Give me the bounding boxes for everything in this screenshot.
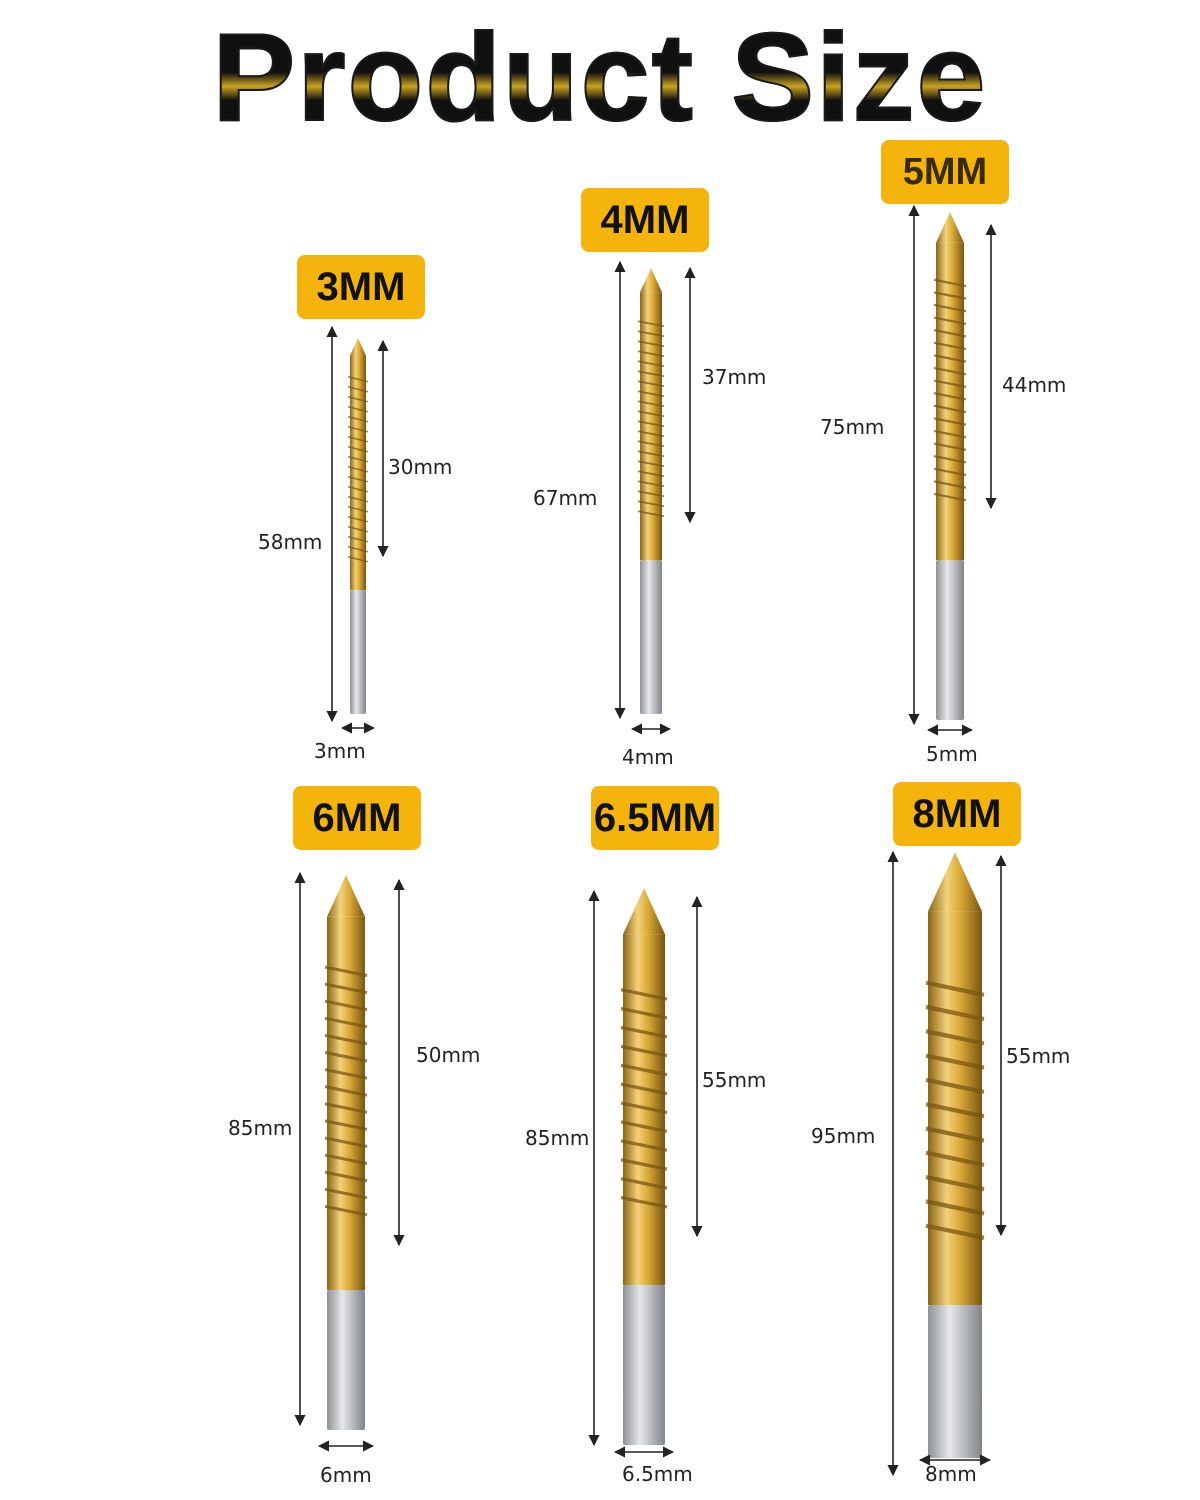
size-badge-6mm: 6MM	[293, 786, 421, 850]
size-badge-6-5mm: 6.5MM	[591, 786, 719, 850]
total-length-label-8mm: 95mm	[811, 1124, 876, 1148]
size-badge-5mm: 5MM	[881, 140, 1009, 204]
flute-length-label-6-5mm: 55mm	[702, 1068, 767, 1092]
drill-teeth-8mm	[925, 980, 985, 1240]
total-length-label-5mm: 75mm	[820, 415, 885, 439]
flute-length-label-5mm: 44mm	[1002, 373, 1067, 397]
flute-length-label-6mm: 50mm	[416, 1043, 481, 1067]
drill-tip-5mm	[936, 212, 964, 243]
drill-tip-6mm	[327, 875, 365, 917]
drill-body-6mm	[327, 916, 365, 1290]
diameter-label-3mm: 3mm	[314, 739, 366, 763]
total-length-label-6-5mm: 85mm	[525, 1126, 590, 1150]
diameter-label-8mm: 8mm	[925, 1462, 977, 1486]
drill-teeth-6-5mm	[620, 987, 668, 1209]
drill-tip-6-5mm	[623, 888, 665, 935]
drill-shank-6mm	[327, 1290, 365, 1430]
size-badge-4mm: 4MM	[581, 188, 709, 252]
drill-shank-4mm	[640, 560, 662, 714]
diameter-label-4mm: 4mm	[622, 745, 674, 769]
diameter-label-5mm: 5mm	[926, 742, 978, 766]
drill-tip-8mm	[928, 852, 982, 912]
drill-shank-6-5mm	[623, 1285, 665, 1445]
total-length-label-3mm: 58mm	[258, 530, 323, 554]
drill-teeth-5mm	[933, 278, 967, 502]
page-title: Product Size	[0, 8, 1200, 148]
size-badge-3mm: 3MM	[297, 255, 425, 319]
flute-length-label-4mm: 37mm	[702, 365, 767, 389]
total-length-label-4mm: 67mm	[533, 486, 598, 510]
total-length-label-6mm: 85mm	[228, 1116, 293, 1140]
drill-body-5mm	[936, 242, 964, 561]
drill-tip-4mm	[640, 268, 662, 293]
drill-shank-8mm	[928, 1305, 982, 1458]
drill-teeth-4mm	[637, 320, 665, 518]
drill-shank-3mm	[350, 590, 366, 714]
diameter-label-6mm: 6mm	[320, 1463, 372, 1487]
flute-length-label-3mm: 30mm	[388, 455, 453, 479]
drill-body-3mm	[350, 355, 366, 590]
size-badge-8mm: 8MM	[893, 782, 1021, 846]
drill-shank-5mm	[936, 560, 964, 720]
drill-tip-3mm	[350, 338, 366, 356]
diameter-label-6-5mm: 6.5mm	[622, 1462, 693, 1486]
drill-teeth-6mm	[324, 965, 368, 1217]
flute-length-label-8mm: 55mm	[1006, 1044, 1071, 1068]
drill-teeth-3mm	[347, 375, 369, 563]
